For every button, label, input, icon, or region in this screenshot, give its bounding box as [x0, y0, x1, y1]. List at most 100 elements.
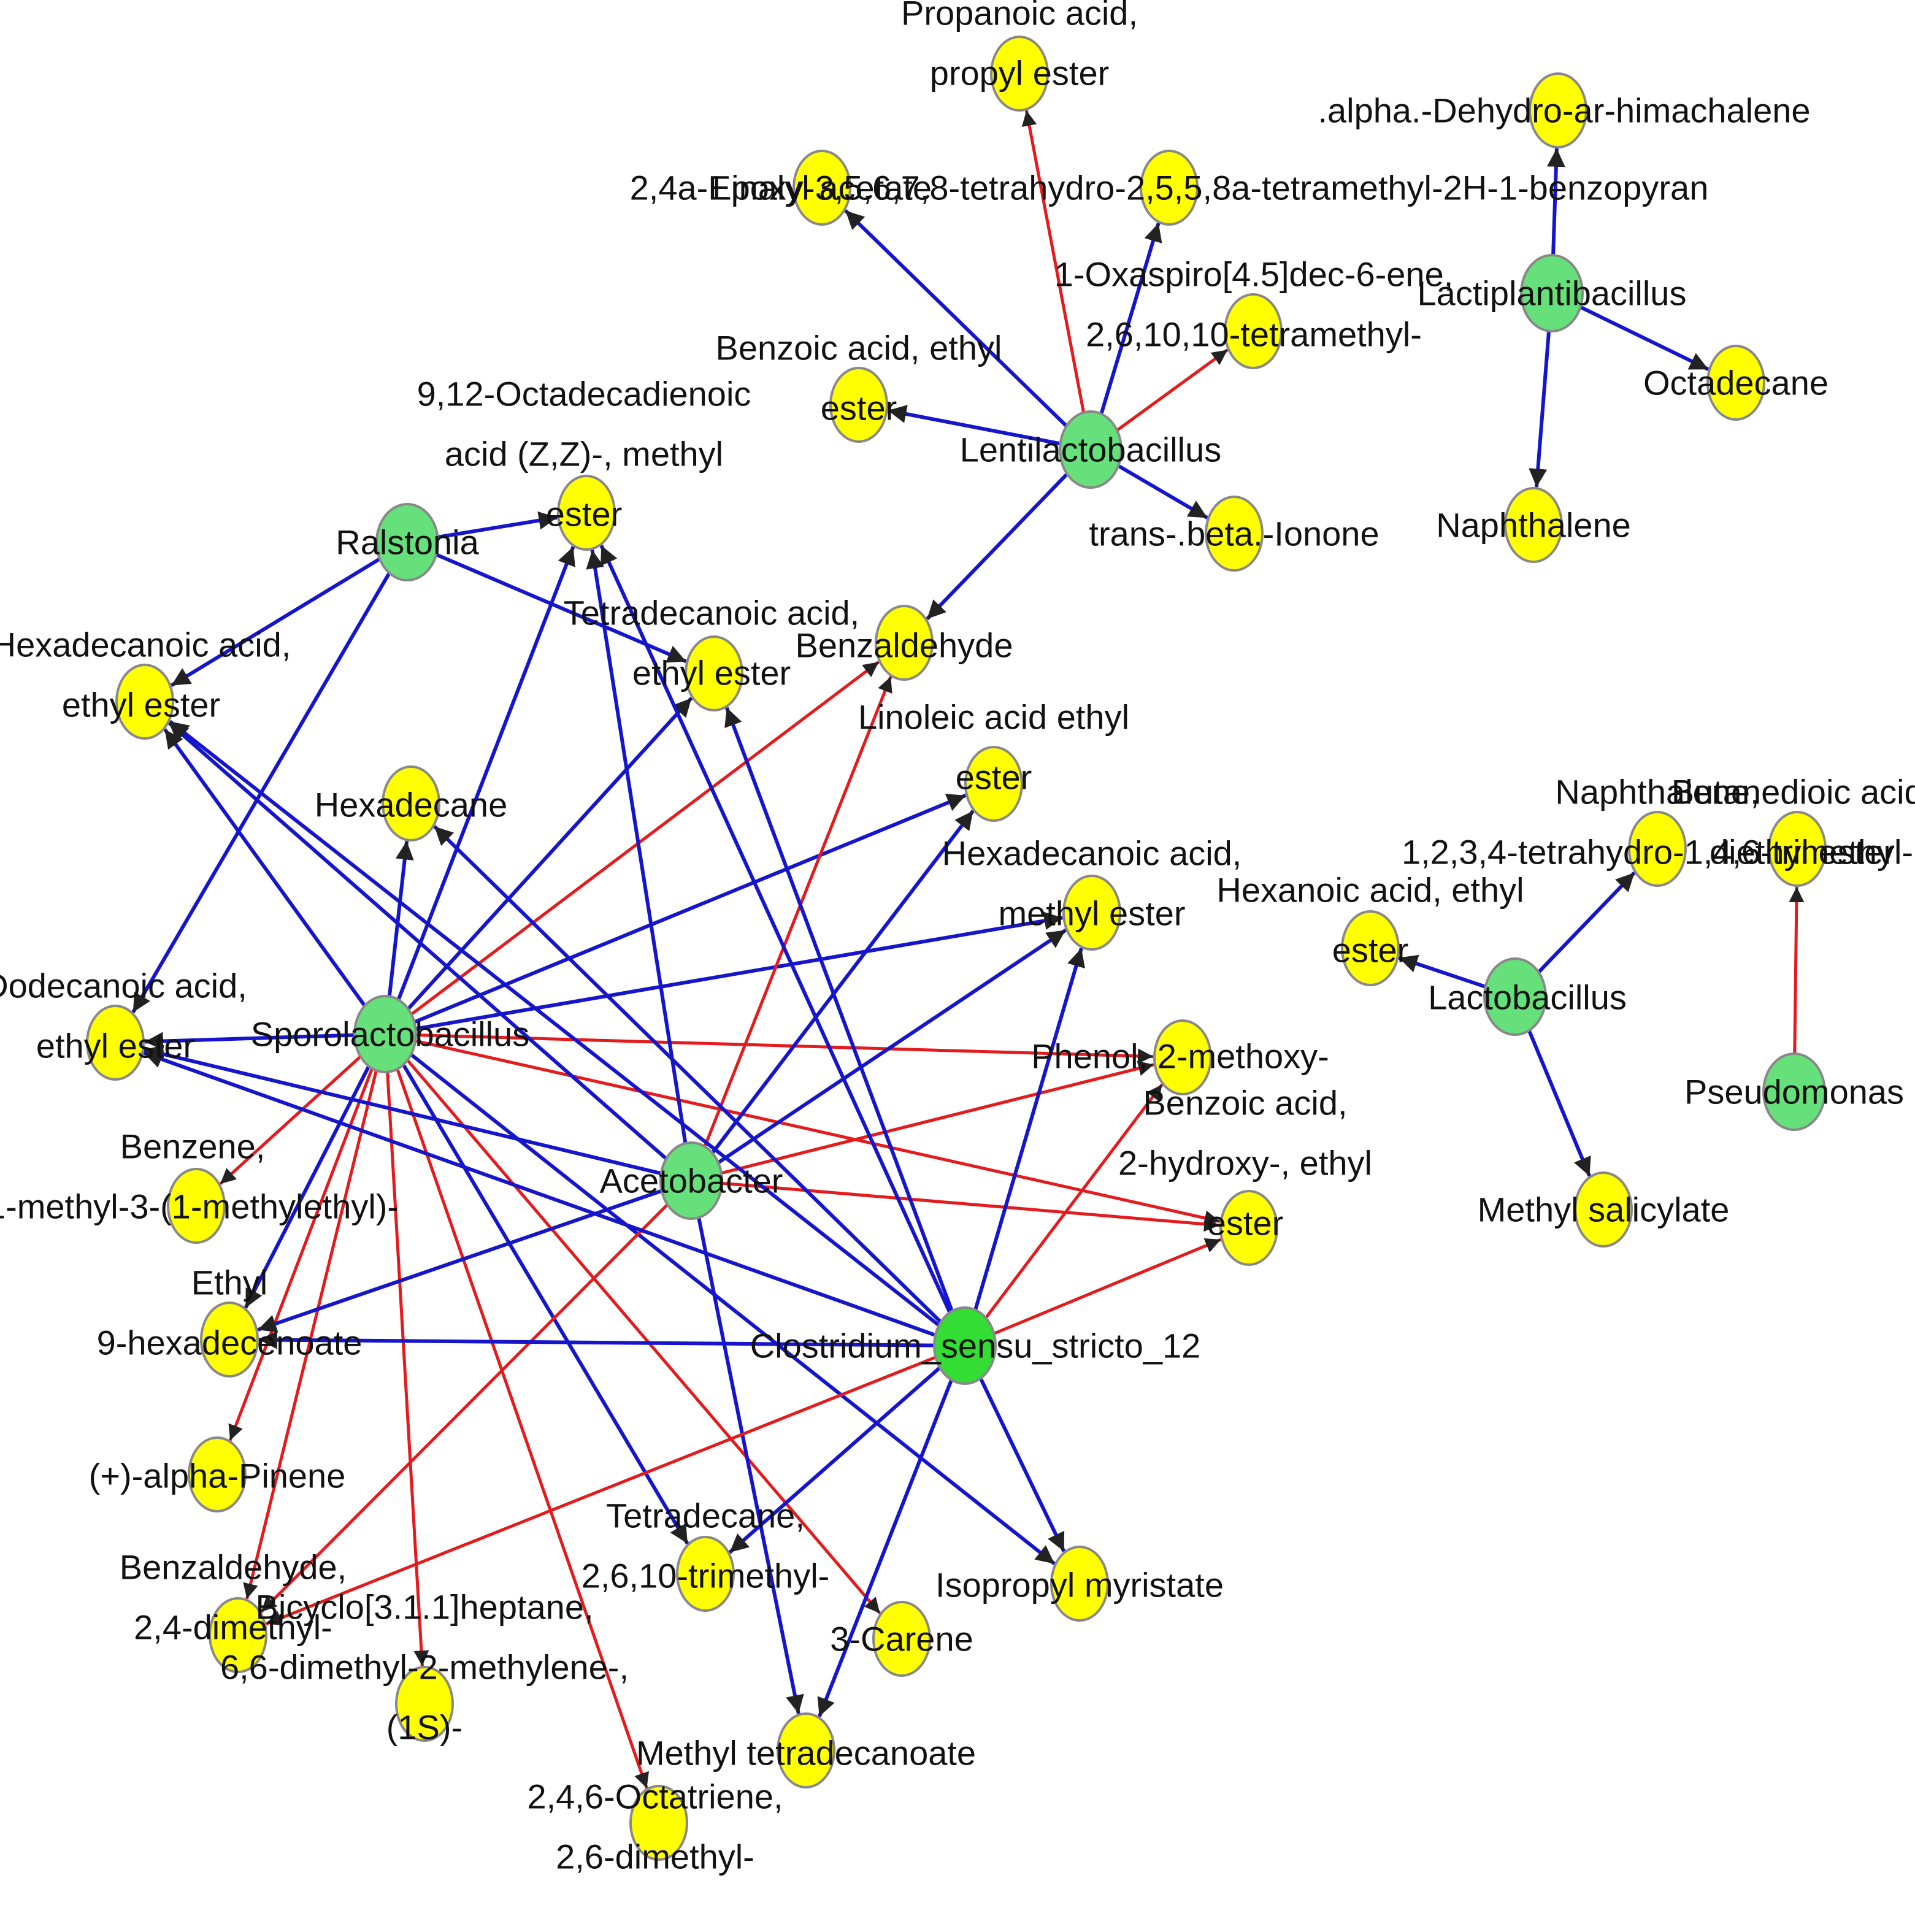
label-butanedioic-2: diethyl ester: [1710, 833, 1895, 872]
label-acetobacter: Acetobacter: [600, 1162, 783, 1200]
label-carene: 3-Carene: [830, 1620, 973, 1658]
node-octadecane[interactable]: [1706, 345, 1765, 421]
edge-clostridium-methyltetradecanoate: [817, 1344, 967, 1717]
node-methoxyphenol[interactable]: [1153, 1019, 1212, 1095]
label-methylsalicylate: Methyl salicylate: [1478, 1190, 1730, 1229]
node-octadecadienoic[interactable]: [557, 475, 616, 551]
node-lactobacillus[interactable]: [1483, 957, 1547, 1036]
node-dimethylbenzaldehyde[interactable]: [209, 1597, 267, 1673]
node-tetradecane[interactable]: [676, 1536, 735, 1612]
node-linalyl[interactable]: [792, 150, 851, 226]
label-linalyl: Linalyl acetate: [712, 169, 932, 207]
label-octadecadienoic-1: 9,12-Octadecadienoic: [417, 375, 751, 413]
node-oxaspiro[interactable]: [1224, 293, 1283, 369]
node-himachalene[interactable]: [1529, 72, 1587, 148]
edge-lentilacto-epoxy: [1089, 222, 1162, 450]
label-salicylate-1: Benzoic acid,: [1143, 1084, 1347, 1122]
node-naphthalene[interactable]: [1504, 487, 1563, 563]
node-tetradecanoic[interactable]: [685, 635, 743, 711]
label-hexadecanoicethyl-2: ethyl ester: [62, 686, 220, 724]
node-hexadecanoicethyl[interactable]: [115, 664, 174, 740]
node-isopropyl[interactable]: [1050, 1546, 1109, 1622]
node-clostridium[interactable]: [933, 1306, 997, 1385]
label-propanoic-1: Propanoic acid,: [901, 0, 1138, 33]
edge-acetobacter-hexadecenoate: [257, 1179, 692, 1333]
node-methylsalicylate[interactable]: [1574, 1171, 1633, 1248]
label-naphthtetra-1: Naphthalene,: [1555, 773, 1759, 811]
label-naphthalene: Naphthalene: [1436, 506, 1631, 545]
node-epoxy[interactable]: [1140, 150, 1199, 226]
label-bicyclo-3: (1S)-: [386, 1708, 462, 1747]
node-hexadecenoate[interactable]: [200, 1301, 259, 1378]
node-methyltetradecanoate[interactable]: [777, 1712, 835, 1788]
label-octatriene-2: 2,6-dimethyl-: [556, 1838, 754, 1876]
edge-clostridium-salicylate: [964, 1238, 1222, 1347]
label-dodecanoic-1: Dodecanoic acid,: [0, 967, 247, 1005]
node-hexadecane[interactable]: [382, 765, 440, 841]
edge-sporolacto-hexadecanoicmethyl: [385, 911, 1063, 1036]
label-hexadecenoate-1: Ethyl: [191, 1263, 268, 1302]
label-cymene-1: Benzene,: [120, 1127, 266, 1166]
edge-clostridium-tetradecanoic: [724, 707, 967, 1347]
label-dimethylbenzaldehyde-2: 2,4-dimethyl-: [134, 1608, 332, 1647]
label-tetradecanoic-2: ethyl ester: [632, 654, 791, 692]
label-hexadecanoicethyl-1: Hexadecanoic acid,: [0, 626, 291, 664]
node-pseudomonas[interactable]: [1762, 1052, 1826, 1131]
edge-acetobacter-methyltetradecanoate: [689, 1180, 804, 1714]
node-propanoic[interactable]: [990, 36, 1049, 112]
node-pinene[interactable]: [188, 1436, 247, 1512]
label-tetradecanoic-1: Tetradecanoic acid,: [564, 594, 860, 632]
node-lactiplant[interactable]: [1520, 254, 1584, 332]
node-dodecanoic[interactable]: [86, 1005, 145, 1081]
node-benzaldehyde[interactable]: [875, 605, 934, 681]
label-hexadecanoicmethyl-2: methyl ester: [999, 894, 1186, 933]
node-octatriene[interactable]: [629, 1785, 688, 1861]
edge-ralstonia-tetradecanoic: [406, 540, 687, 664]
edge-clostridium-hexadecenoate: [258, 1330, 965, 1349]
node-ralstonia[interactable]: [375, 503, 439, 581]
node-ionone[interactable]: [1205, 496, 1264, 572]
node-linoleic[interactable]: [964, 746, 1023, 822]
edge-clostridium-hexadecanoicmethyl: [963, 948, 1085, 1346]
label-octadecadienoic-2: acid (Z,Z)-, methyl: [445, 435, 723, 473]
label-ionone: trans-.beta.-Ionone: [1089, 515, 1379, 553]
node-benzoicethyl[interactable]: [829, 367, 888, 443]
node-cymene[interactable]: [167, 1168, 226, 1244]
label-octatriene-1: 2,4,6-Octatriene,: [527, 1777, 783, 1816]
label-oxaspiro-2: 2,6,10,10-tetramethyl-: [1086, 315, 1422, 354]
edge-clostridium-hexadecanoicethyl: [169, 719, 966, 1347]
edge-sporolacto-dimethylbenzaldehyde: [243, 1033, 387, 1600]
edge-sporolacto-benzaldehyde: [384, 661, 880, 1035]
label-lentilacto: Lentilactobacillus: [960, 431, 1221, 469]
label-linoleic-2: ester: [956, 758, 1032, 797]
node-carene[interactable]: [872, 1601, 931, 1677]
label-benzaldehyde: Benzaldehyde: [796, 626, 1013, 665]
edge-lentilacto-benzoicethyl: [887, 405, 1091, 451]
node-sporolacto[interactable]: [353, 995, 417, 1073]
label-hexanoic-1: Hexanoic acid, ethyl: [1216, 871, 1524, 910]
label-lactobacillus: Lactobacillus: [1428, 978, 1627, 1017]
node-bicyclo[interactable]: [395, 1666, 454, 1742]
edge-sporolacto-hexadecenoate: [244, 1033, 387, 1309]
label-hexanoic-2: ester: [1332, 931, 1409, 970]
node-acetobacter[interactable]: [659, 1141, 723, 1220]
node-hexadecanoicmethyl[interactable]: [1062, 875, 1121, 951]
node-lentilacto[interactable]: [1059, 410, 1123, 489]
edge-sporolacto-carene: [384, 1033, 881, 1615]
node-salicylate[interactable]: [1219, 1190, 1278, 1266]
node-butanedioic[interactable]: [1768, 811, 1827, 887]
label-sporolacto: Sporolactobacillus: [251, 1015, 529, 1054]
node-naphthtetra[interactable]: [1628, 811, 1687, 887]
label-lactiplant: Lactiplantibacillus: [1418, 274, 1687, 313]
edge-lentilacto-propanoic: [1021, 110, 1092, 450]
edge-sporolacto-tetradecanoic: [383, 697, 693, 1036]
label-bicyclo-2: 6,6-dimethyl-2-methylene-,: [220, 1648, 629, 1687]
label-dodecanoic-2: ethyl ester: [36, 1027, 194, 1065]
label-methyltetradecanoate: Methyl tetradecanoate: [636, 1734, 976, 1773]
edge-lentilacto-linalyl: [844, 209, 1092, 451]
node-hexanoic[interactable]: [1341, 910, 1400, 986]
label-salicylate-2: 2-hydroxy-, ethyl: [1118, 1144, 1372, 1183]
edge-clostridium-tetradecane: [728, 1344, 966, 1554]
edge-acetobacter-dodecanoic: [144, 1045, 692, 1183]
